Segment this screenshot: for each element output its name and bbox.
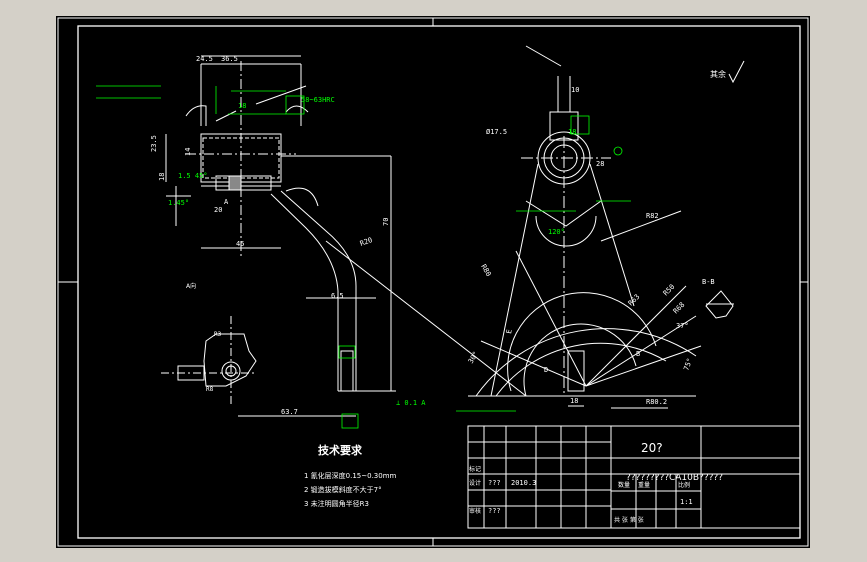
dim-r63: R63: [627, 293, 642, 308]
dim-r80-2: R80.2: [646, 398, 667, 406]
datum-a-label: A: [224, 198, 229, 206]
roughness-label: 其余: [710, 69, 726, 79]
dim-r-18b: 18: [570, 397, 578, 405]
label-scale: 比例: [678, 481, 690, 489]
tech-req-title: 技术要求: [318, 443, 363, 457]
chamfer-note: 1.5 45°: [178, 172, 208, 180]
designer-label: 设计: [469, 479, 481, 487]
view-a-label: A向: [186, 282, 196, 290]
dim-24-5: 24.5: [196, 55, 213, 63]
green-annotations: [96, 85, 631, 429]
label-d: D: [544, 366, 548, 374]
dim-d17-5: Ø17.5: [486, 128, 507, 136]
right-view: [468, 45, 734, 409]
dim-6-5: 6.5: [331, 292, 344, 300]
dim-75deg: 75°: [682, 357, 694, 372]
dim-r-28: 28: [596, 160, 604, 168]
dim-18b: 18: [158, 173, 166, 181]
dim-r20: R20: [359, 236, 374, 248]
left-view: [165, 55, 527, 417]
sheet-label: 共 张 第 张: [614, 516, 644, 524]
design-date: 2010.3: [511, 479, 536, 487]
scale-value: 1:1: [680, 498, 693, 506]
checker-name: ???: [488, 507, 501, 515]
label-mark: 标记: [469, 465, 481, 473]
drawing-title: ?????????CA10B?????: [626, 473, 723, 483]
dim-r8: R8: [206, 386, 214, 393]
tech-req-line-3: 3 未注明圆角半径R3: [304, 499, 369, 508]
view-a: [161, 316, 257, 406]
label-qty: 数量: [618, 481, 630, 489]
inner-frame: [77, 25, 801, 539]
dim-r80: R80: [479, 263, 492, 278]
label-weight: 重量: [638, 481, 650, 489]
dim-r50: R50: [662, 283, 677, 298]
dim-70: 70: [382, 218, 390, 226]
dim-36-5: 36.5: [221, 55, 238, 63]
dim-r82: R82: [646, 212, 659, 220]
dim-63-7: 63.7: [281, 408, 298, 416]
frame-center-marks: [58, 18, 808, 546]
dim-r68: R68: [672, 301, 687, 316]
angle-note: 1.45°: [168, 199, 189, 207]
dim-18: 18: [238, 102, 246, 110]
hardness-note: 58~63HRC: [301, 96, 335, 104]
dim-20: 20: [214, 206, 222, 214]
gdt-frame: ⊥ 0.1 A: [396, 399, 426, 407]
roughness-symbol: [728, 60, 745, 84]
dim-r-10: 10: [571, 86, 579, 94]
section-b-label: B-B: [702, 278, 715, 286]
dim-37deg: 37°: [676, 322, 689, 330]
designer-name: ???: [488, 479, 501, 487]
label-e: E: [505, 329, 514, 335]
dim-120deg: 120°: [548, 228, 565, 236]
title-block: [467, 425, 801, 529]
tech-req-line-1: 1 氰化层深度0.15~0.30mm: [304, 471, 397, 480]
dim-45: 45: [236, 240, 244, 248]
checker-label: 审核: [469, 507, 481, 515]
outer-frame: [57, 17, 809, 547]
dim-14: 14: [184, 148, 192, 156]
tech-req-line-2: 2 锻造拔模斜度不大于7°: [304, 485, 382, 494]
cad-drawing-canvas: 其余 24.5 36.5 18 23.5 14 18 20 45 70 R20 …: [56, 16, 810, 548]
dim-23-5: 23.5: [150, 135, 158, 152]
part-name: 20?: [641, 441, 663, 455]
label-b: B: [636, 350, 640, 358]
dim-r-18: 18: [568, 128, 576, 136]
dim-r3: R3: [214, 331, 222, 338]
